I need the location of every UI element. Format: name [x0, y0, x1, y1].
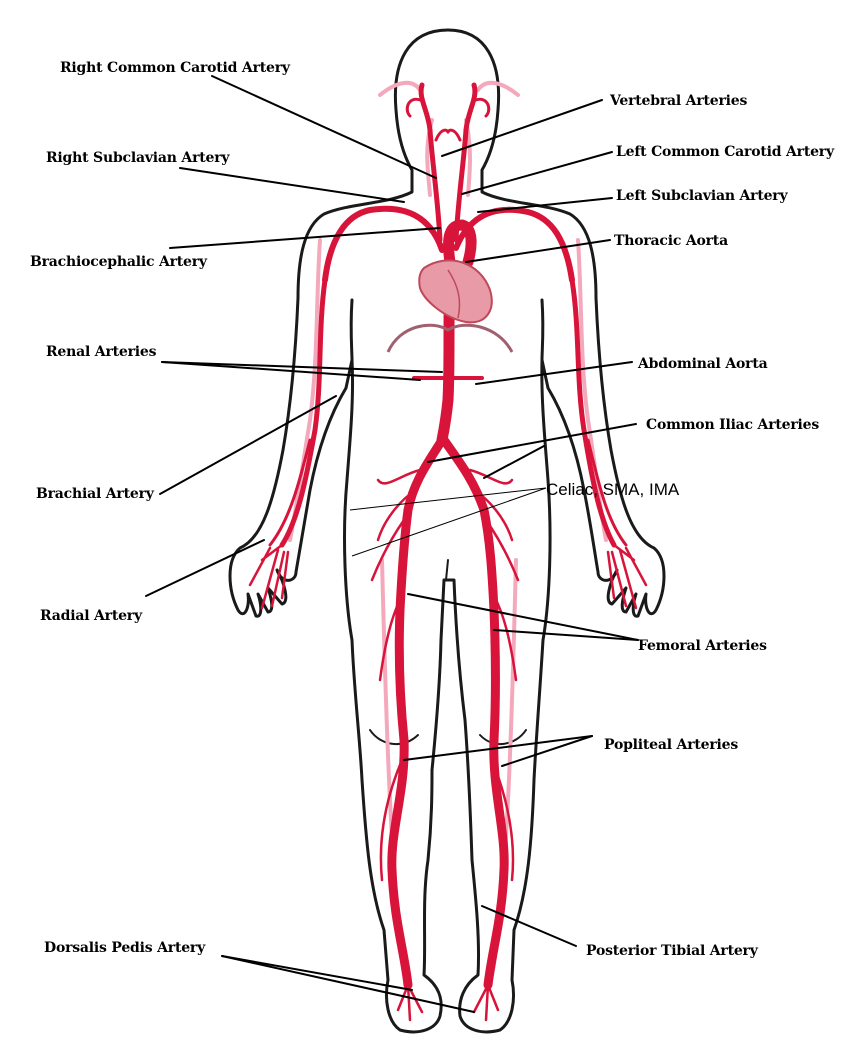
- label-right-common-carotid-artery: Right Common Carotid Artery: [60, 60, 290, 76]
- label-left-common-carotid-artery: Left Common Carotid Artery: [616, 144, 834, 160]
- leader-dorsalis-pedis-1: [222, 956, 412, 990]
- label-renal-arteries: Renal Arteries: [46, 344, 156, 360]
- light-vessels: [290, 83, 606, 985]
- label-posterior-tibial-artery: Posterior Tibial Artery: [586, 943, 758, 959]
- label-right-subclavian-artery: Right Subclavian Artery: [46, 150, 229, 166]
- label-left-subclavian-artery: Left Subclavian Artery: [616, 188, 787, 204]
- leader-left-subclavian: [478, 198, 612, 212]
- label-femoral-arteries: Femoral Arteries: [638, 638, 767, 654]
- label-common-iliac-arteries: Common Iliac Arteries: [646, 417, 819, 433]
- leader-left-common-carotid: [462, 152, 612, 194]
- label-brachial-artery: Brachial Artery: [36, 486, 154, 502]
- label-vertebral-arteries: Vertebral Arteries: [610, 93, 747, 109]
- leader-right-common-carotid: [212, 76, 436, 178]
- body-outline: [230, 30, 664, 1032]
- label-dorsalis-pedis-artery: Dorsalis Pedis Artery: [44, 940, 205, 956]
- label-popliteal-arteries: Popliteal Arteries: [604, 737, 738, 753]
- label-radial-artery: Radial Artery: [40, 608, 142, 624]
- label-celiac-sma-ima: Celiac, SMA, IMA: [546, 480, 679, 499]
- leader-celiac-2: [352, 488, 546, 556]
- leader-right-subclavian: [180, 168, 404, 202]
- leader-celiac-1: [350, 488, 546, 510]
- arteries: [250, 85, 646, 1020]
- label-brachiocephalic-artery: Brachiocephalic Artery: [30, 254, 207, 270]
- leader-dorsalis-pedis-2: [222, 956, 474, 1012]
- leader-renal-1: [162, 362, 442, 372]
- leader-renal-2: [162, 362, 420, 380]
- leader-abdominal-aorta: [476, 362, 632, 384]
- leader-common-iliac-1: [428, 424, 636, 462]
- leader-lines-thin: [350, 488, 546, 556]
- label-thoracic-aorta: Thoracic Aorta: [614, 233, 728, 249]
- leader-thoracic-aorta: [466, 240, 610, 262]
- heart: [419, 260, 492, 322]
- leader-radial: [146, 540, 264, 596]
- label-abdominal-aorta: Abdominal Aorta: [638, 356, 767, 372]
